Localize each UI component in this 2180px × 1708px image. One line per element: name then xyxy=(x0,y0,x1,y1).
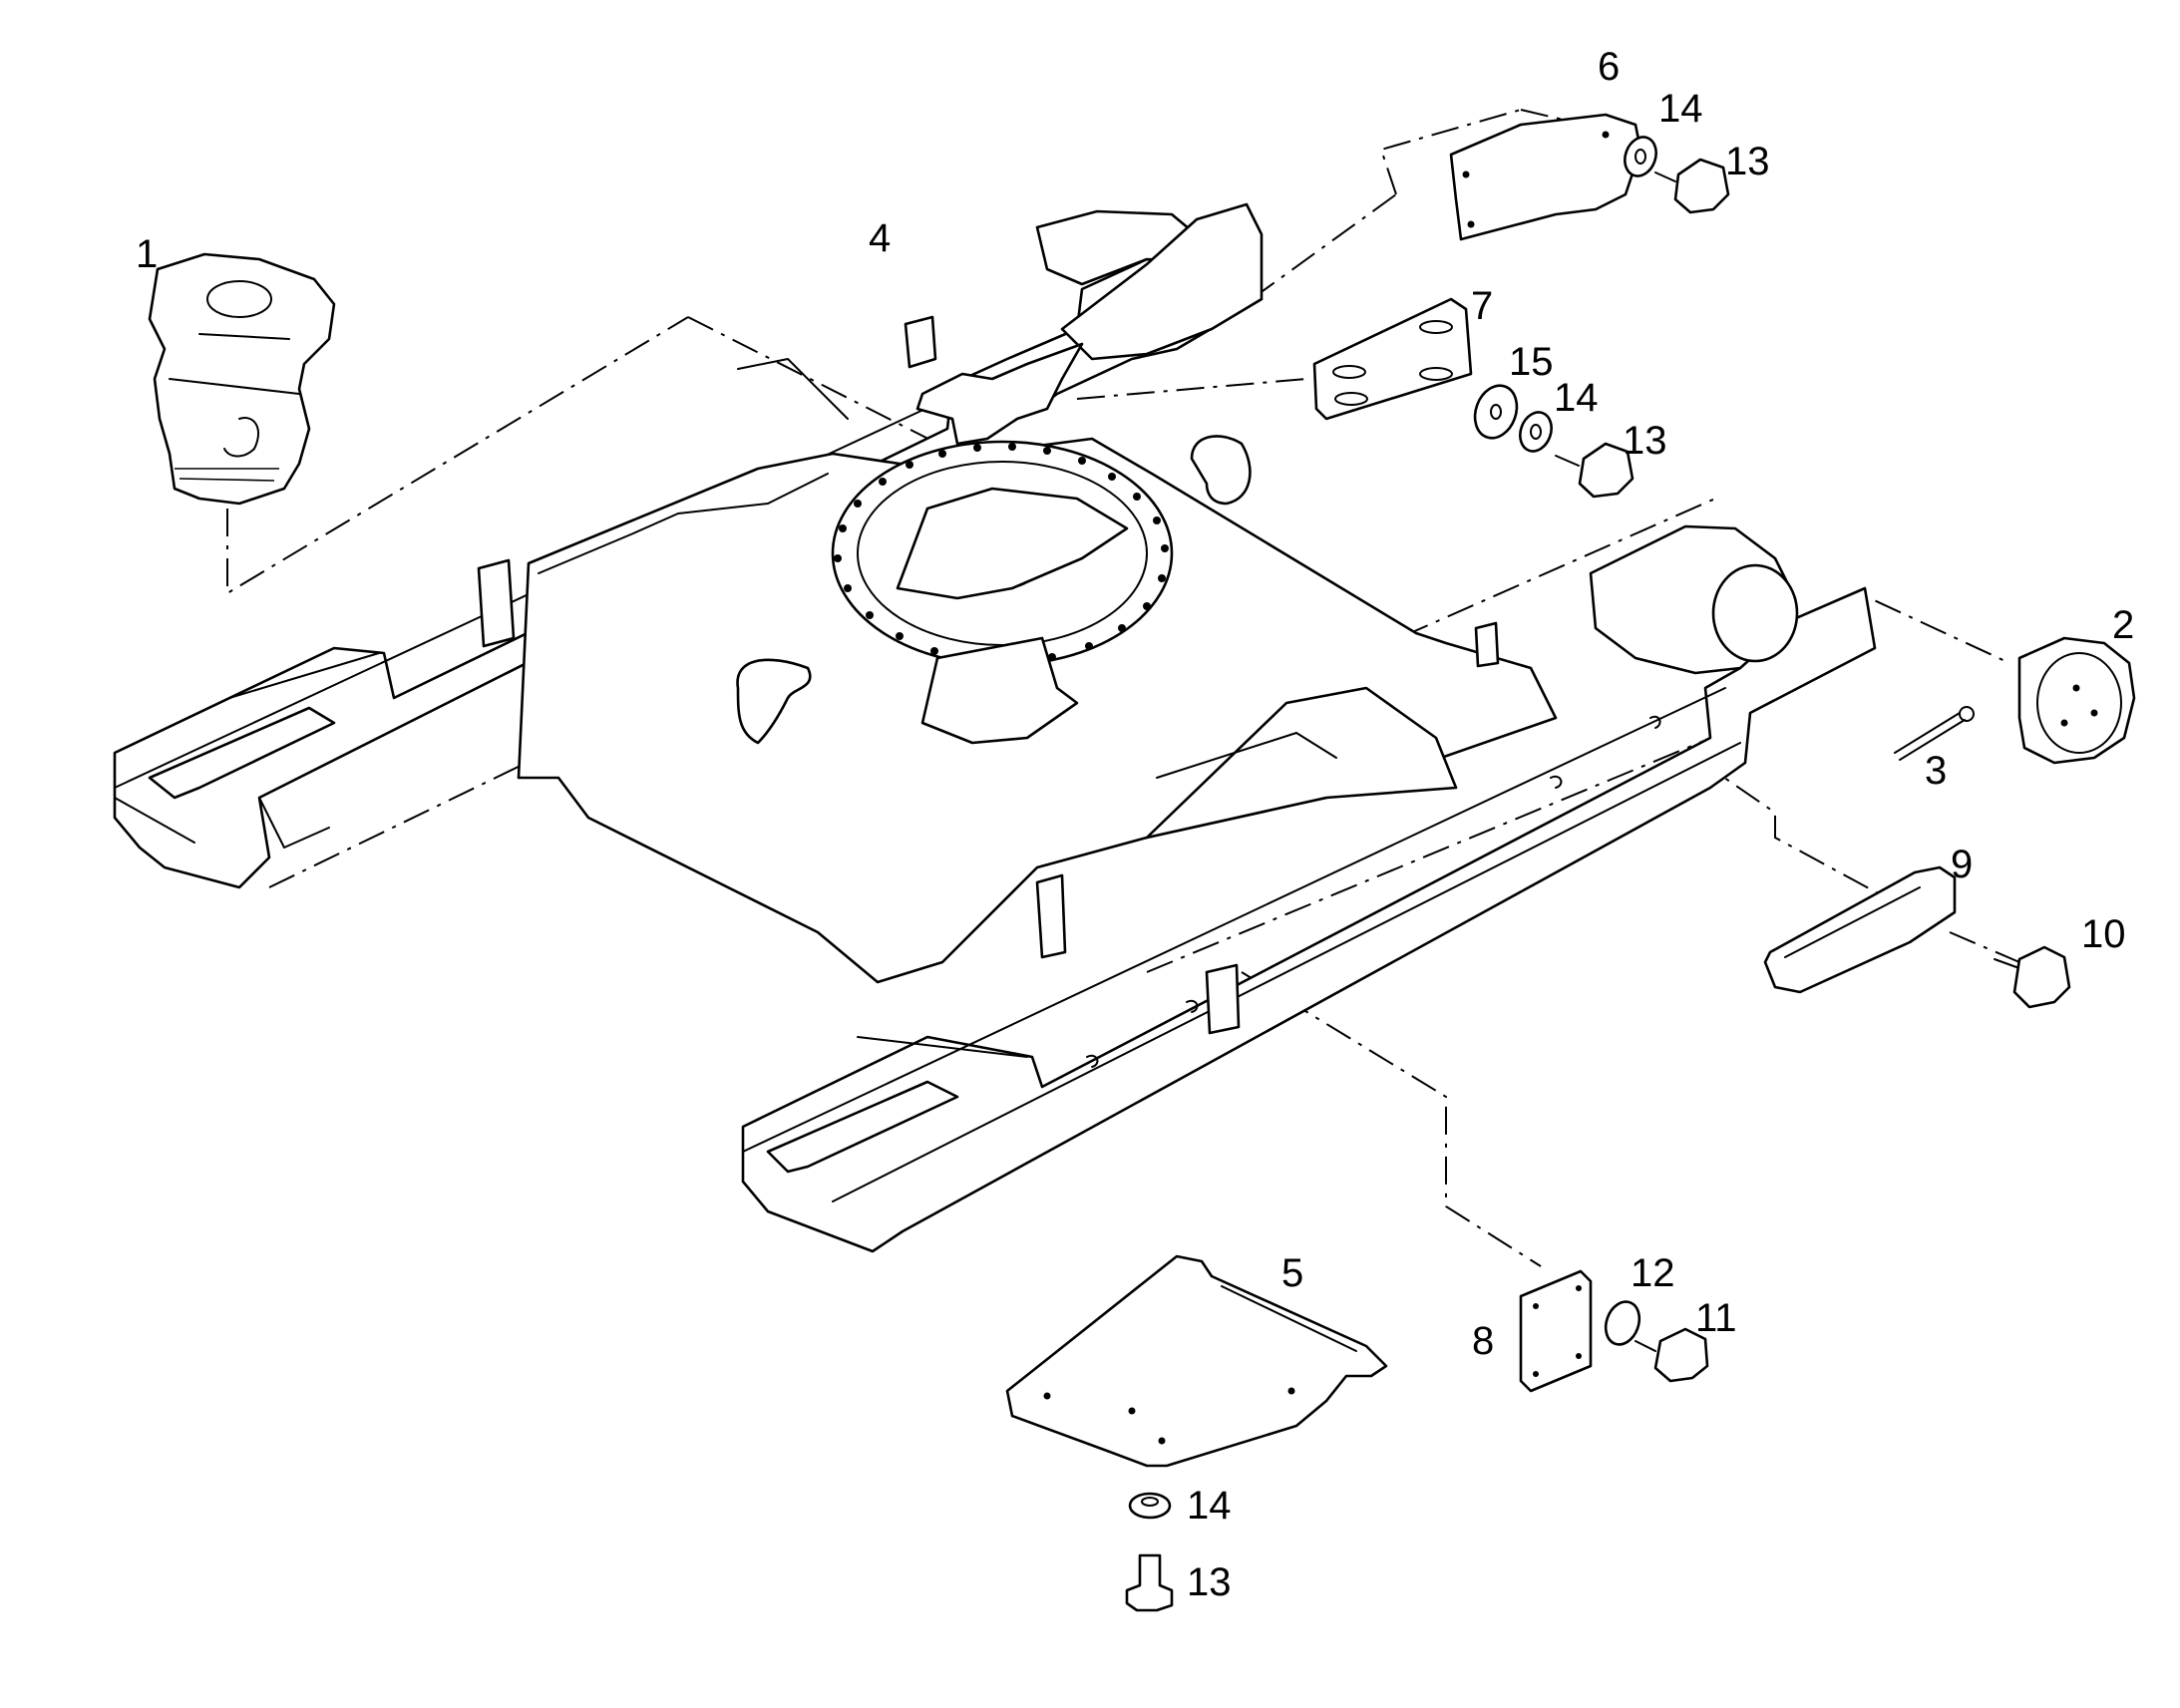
callout-6: 6 xyxy=(1598,45,1620,89)
part-3-pin xyxy=(1894,706,1975,761)
part-11-bolt xyxy=(1635,1327,1709,1383)
callout-5: 5 xyxy=(1281,1251,1303,1295)
callout-4: 4 xyxy=(869,216,891,260)
part-5-under-cover xyxy=(1005,1254,1388,1468)
callout-10: 10 xyxy=(2081,912,2126,956)
part-8-small-cover xyxy=(1519,1269,1593,1393)
part-14-washer-bottom xyxy=(1128,1492,1172,1520)
callout-7: 7 xyxy=(1471,284,1493,328)
part-12-washer xyxy=(1604,1300,1641,1346)
callout-numbers: 1 2 3 4 5 6 7 8 9 10 11 12 13 13 13 14 1… xyxy=(136,45,2134,1604)
callout-13-mid: 13 xyxy=(1623,419,1667,463)
callout-15: 15 xyxy=(1509,340,1554,384)
callout-11: 11 xyxy=(1695,1296,1737,1340)
callout-14-top: 14 xyxy=(1658,87,1703,131)
part-2-drive-hub xyxy=(2017,636,2136,765)
part-15-washer xyxy=(1473,384,1519,440)
part-7-slotted-plate xyxy=(1312,297,1473,421)
part-1-swivel-joint xyxy=(148,252,336,506)
part-9-track-guard xyxy=(1763,865,1957,994)
part-13-bolt-mid xyxy=(1555,442,1635,499)
callout-14-bottom: 14 xyxy=(1187,1484,1232,1528)
callout-13-top: 13 xyxy=(1725,140,1770,183)
callout-3: 3 xyxy=(1925,749,1947,793)
callout-14-mid: 14 xyxy=(1554,376,1599,420)
callout-2: 2 xyxy=(2112,603,2134,647)
part-14-washer-mid xyxy=(1519,411,1553,453)
callout-13-bottom: 13 xyxy=(1187,1560,1232,1604)
callout-1: 1 xyxy=(136,232,158,276)
part-10-bolt xyxy=(1994,945,2071,1009)
callout-9: 9 xyxy=(1951,843,1973,886)
part-14-washer-top xyxy=(1624,136,1657,177)
callout-8: 8 xyxy=(1472,1319,1494,1363)
callout-12: 12 xyxy=(1631,1251,1675,1295)
part-6-cover-plate xyxy=(1449,113,1642,241)
part-13-bolt-top xyxy=(1654,158,1730,214)
track-frame xyxy=(113,202,1877,1253)
part-13-bolt-bottom xyxy=(1125,1553,1174,1612)
